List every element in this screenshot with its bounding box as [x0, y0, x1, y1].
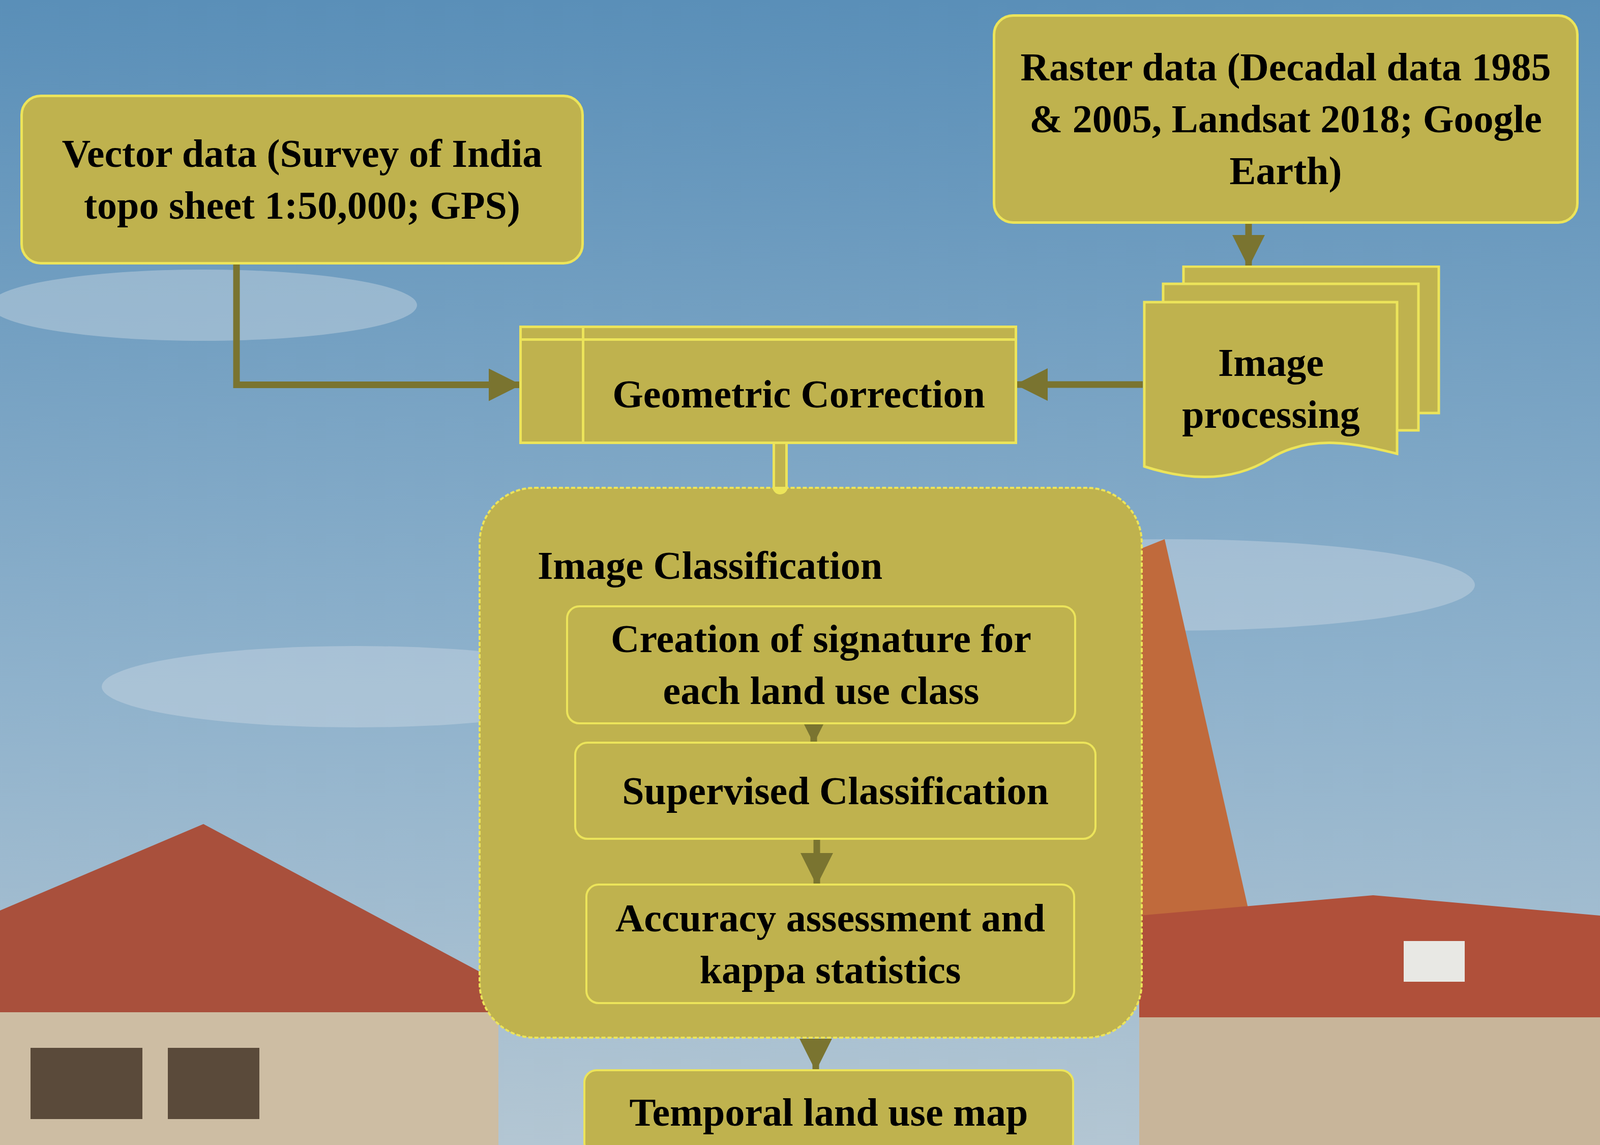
arrow [1248, 223, 1250, 266]
document-stack: Image processing [1142, 265, 1441, 485]
roof [0, 823, 499, 1018]
group-heading: Image Classification [537, 539, 883, 592]
process-box: Supervised Classification [574, 741, 1097, 840]
process-box: Creation of signature for each land use … [566, 605, 1077, 725]
group-container: Image ClassificationCreation of signatur… [478, 486, 1143, 1039]
output-box: Temporal land use map [583, 1069, 1075, 1145]
arrow [813, 724, 815, 742]
process-box: Geometric Correction [519, 325, 1018, 444]
wall [1139, 1017, 1600, 1145]
arrow [816, 839, 818, 884]
tank [1403, 940, 1465, 982]
roof [1139, 895, 1600, 1018]
window [167, 1047, 260, 1119]
process-box: Accuracy assessment and kappa statistics [585, 883, 1076, 1004]
arrow [815, 1038, 817, 1070]
decor-line [581, 328, 585, 442]
node-label: Vector data (Survey of India topo sheet … [22, 127, 582, 232]
input-box: Vector data (Survey of India topo sheet … [20, 94, 584, 265]
cloud [0, 269, 418, 341]
arrow [236, 264, 520, 385]
node-label: Temporal land use map [617, 1086, 1041, 1139]
node-label: Creation of signature for each land use … [568, 612, 1075, 717]
node-label: Accuracy assessment and kappa statistics [587, 892, 1074, 996]
node-label: Raster data (Decadal data 1985 & 2005, L… [995, 41, 1577, 197]
node-label: Geometric Correction [587, 368, 1010, 421]
connector-capsule [780, 443, 781, 487]
decor-line [521, 338, 1015, 341]
wall [0, 1012, 499, 1145]
container-fill [479, 487, 1142, 1038]
input-box: Raster data (Decadal data 1985 & 2005, L… [992, 14, 1579, 224]
node-label: Supervised Classification [609, 764, 1061, 817]
arrow [1017, 384, 1143, 385]
window [30, 1047, 143, 1119]
node-label: Image processing [1147, 336, 1395, 441]
